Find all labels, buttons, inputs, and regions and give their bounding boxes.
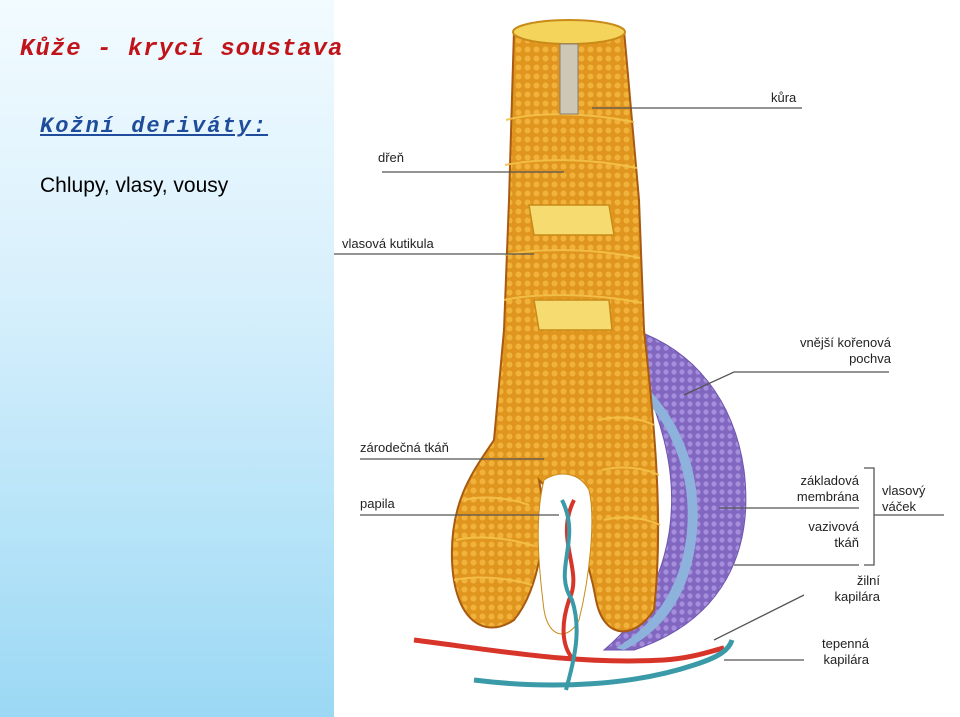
label-vazivova-tkan: vazivová tkáň <box>764 519 859 551</box>
label-zarodecna-tkan: zárodečná tkáň <box>360 440 449 456</box>
slide-body-text: Chlupy, vlasy, vousy <box>40 174 228 198</box>
label-zilni-line2: kapilára <box>764 589 880 605</box>
hair-medulla <box>560 44 578 114</box>
label-zakladova-line2: membrána <box>764 489 859 505</box>
label-vacek-line1: vlasový <box>882 483 925 499</box>
label-dren: dřeň <box>378 150 404 166</box>
label-vnejsi-line2: pochva <box>764 351 891 367</box>
label-zilni-line1: žilní <box>764 573 880 589</box>
label-zilni-kapilara: žilní kapilára <box>764 573 880 605</box>
label-vazivova-line2: tkáň <box>764 535 859 551</box>
hair-inner-cut-lower <box>534 300 612 330</box>
label-tepenna-kapilara: tepenná kapilára <box>764 636 869 668</box>
left-panel: Kůže - krycí soustava Kožní deriváty: Ch… <box>0 0 334 717</box>
label-vnejsi-line1: vnější kořenová <box>764 335 891 351</box>
label-vacek-line2: váček <box>882 499 925 515</box>
label-vnejsi-korenova-pochva: vnější kořenová pochva <box>764 335 891 367</box>
label-kura: kůra <box>771 90 796 106</box>
slide-title: Kůže - krycí soustava <box>20 36 343 63</box>
label-tepenna-line1: tepenná <box>764 636 869 652</box>
label-vlasovy-vacek: vlasový váček <box>882 483 925 515</box>
label-zakladova-line1: základová <box>764 473 859 489</box>
hair-cut-top <box>513 20 625 44</box>
label-papila: papila <box>360 496 395 512</box>
label-vazivova-line1: vazivová <box>764 519 859 535</box>
label-tepenna-line2: kapilára <box>764 652 869 668</box>
label-kutikula: vlasová kutikula <box>342 236 434 252</box>
hair-inner-cut <box>529 205 614 235</box>
hair-follicle-diagram: kůra dřeň vlasová kutikula vnější kořeno… <box>334 0 960 717</box>
label-zakladova-membrana: základová membrána <box>764 473 859 505</box>
slide-subtitle: Kožní deriváty: <box>40 114 268 139</box>
